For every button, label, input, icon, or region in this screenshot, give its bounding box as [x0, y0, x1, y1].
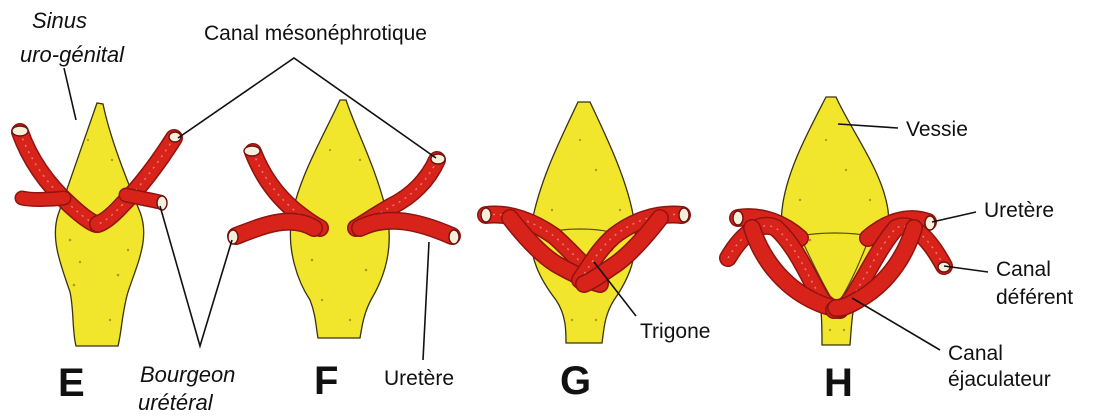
ureteric-bud-e-right	[126, 195, 160, 202]
label-canal-ejaculateur-line1: Canal	[948, 342, 1003, 365]
label-canal-deferent-line2: déférent	[996, 286, 1073, 309]
panel-letter-f: F	[314, 359, 338, 403]
label-canal-deferent-line1: Canal	[996, 258, 1051, 281]
stage-e-drawing	[12, 103, 181, 346]
label-sinus-line1: Sinus	[32, 8, 87, 33]
label-uretere-f: Uretère	[384, 367, 454, 390]
label-sinus-line2: uro-génital	[20, 42, 125, 67]
label-canal-ejaculateur-line2: éjaculateur	[948, 368, 1051, 391]
label-vessie: Vessie	[906, 118, 968, 141]
panel-letter-h: H	[824, 361, 853, 405]
label-canal-mesonephrotique: Canal mésonéphrotique	[204, 22, 427, 45]
label-uretere-h: Uretère	[984, 199, 1054, 222]
panel-letter-e: E	[58, 361, 85, 405]
label-bourgeon-line1: Bourgeon	[140, 362, 235, 387]
label-bourgeon-line2: urétéral	[138, 390, 214, 415]
ureteric-bud-e-left	[22, 198, 64, 200]
stage-g-drawing	[481, 102, 689, 343]
stage-f-drawing	[228, 100, 459, 338]
panel-letter-g: G	[560, 359, 591, 403]
label-trigone: Trigone	[640, 320, 710, 343]
